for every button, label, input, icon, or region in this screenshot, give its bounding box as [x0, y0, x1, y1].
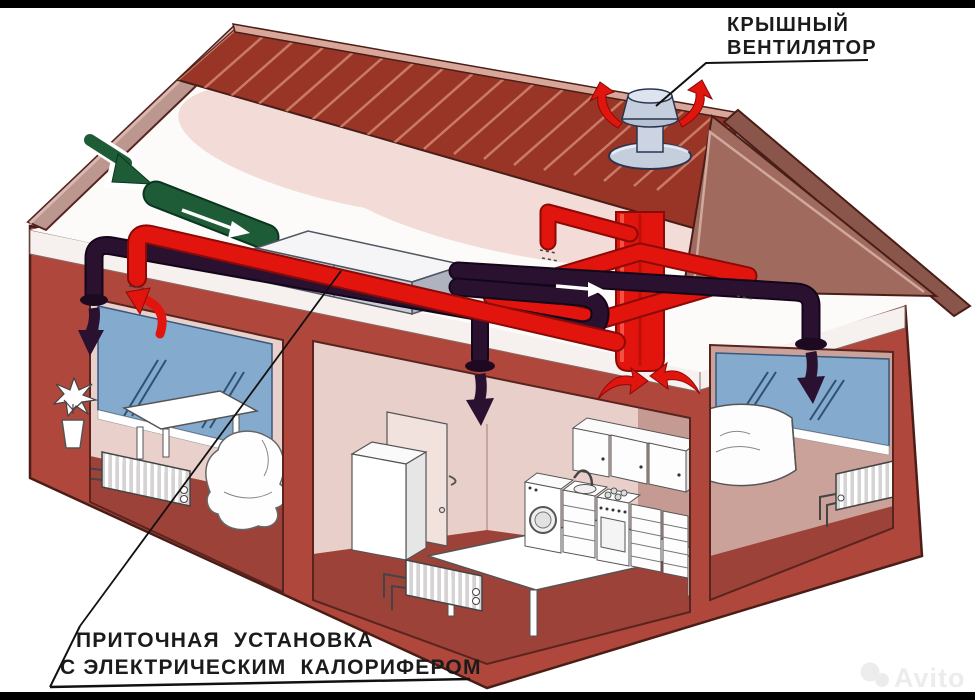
room2-frame: [312, 339, 691, 666]
plant: [52, 376, 99, 449]
roof-fan-label-line2: ВЕНТИЛЯТОР: [727, 37, 877, 59]
fan-exhaust-arrows: [588, 79, 714, 129]
supply-arrow-middle: [466, 398, 494, 426]
roof-slope: [175, 23, 744, 234]
room-bedroom: [710, 345, 893, 600]
exhaust-up-arrow-living: [125, 287, 167, 339]
exhaust-flame-arrows: [597, 361, 701, 400]
fresh-air-arrow: [79, 129, 160, 190]
roof-fan-label-line1: КРЫШНЫЙ: [727, 12, 849, 36]
top-border-bar: [0, 0, 975, 8]
exhaust-attic-loop: [482, 203, 758, 330]
duct-system: [78, 129, 827, 426]
supply-arrow-bedroom: [797, 376, 825, 404]
sink-cabinet: [561, 469, 609, 559]
intake-flow-arrow: [228, 221, 250, 238]
annotations: КРЫШНЫЙ ВЕНТИЛЯТОР ПРИТОЧНАЯ УСТАНОВКА С…: [49, 12, 966, 693]
watermark-text: Avito: [894, 663, 966, 693]
plant-pot: [61, 419, 85, 449]
intake-duct: [142, 180, 280, 251]
room3-frame: [709, 343, 894, 602]
radiator-bedroom: [819, 459, 893, 527]
supply-arrow-living: [78, 330, 104, 356]
armchair: [205, 430, 283, 531]
room1-frame: [89, 296, 284, 594]
grille-marks: [128, 249, 754, 300]
fridge: [350, 441, 428, 562]
supply-duct-front: [78, 236, 610, 426]
supply-label-underline: [49, 677, 471, 689]
roof-fan-leader: [655, 59, 869, 107]
fan-cap-top: [627, 88, 673, 104]
radiator-middle: [383, 559, 483, 612]
watermark-logo-dot-1: [860, 662, 880, 682]
drawer-cabinets: [630, 503, 689, 579]
bed: [710, 403, 797, 487]
right-roof-overhang: [722, 108, 972, 318]
washing-machine: [523, 472, 575, 554]
supply-duct-bedroom: [448, 261, 827, 404]
room3-floor: [710, 506, 893, 600]
exhaust-front-run: [127, 224, 626, 352]
table: [121, 390, 260, 460]
bottom-border-bar: [0, 692, 975, 700]
supply-label-slash: [49, 625, 81, 688]
room-living: [90, 298, 283, 592]
roof-fan: [588, 79, 714, 170]
supply-unit-leader: [79, 270, 342, 627]
stove: [595, 487, 642, 567]
supply-unit-label-line2: С ЭЛЕКТРИЧЕСКИМ КАЛОРИФЕРОМ: [60, 656, 482, 679]
watermark-logo-dot-2: [875, 673, 889, 687]
supply-unit-label-line1: ПРИТОЧНАЯ УСТАНОВКА: [76, 629, 374, 652]
watermark: Avito: [860, 662, 966, 693]
radiator-living: [90, 451, 191, 507]
